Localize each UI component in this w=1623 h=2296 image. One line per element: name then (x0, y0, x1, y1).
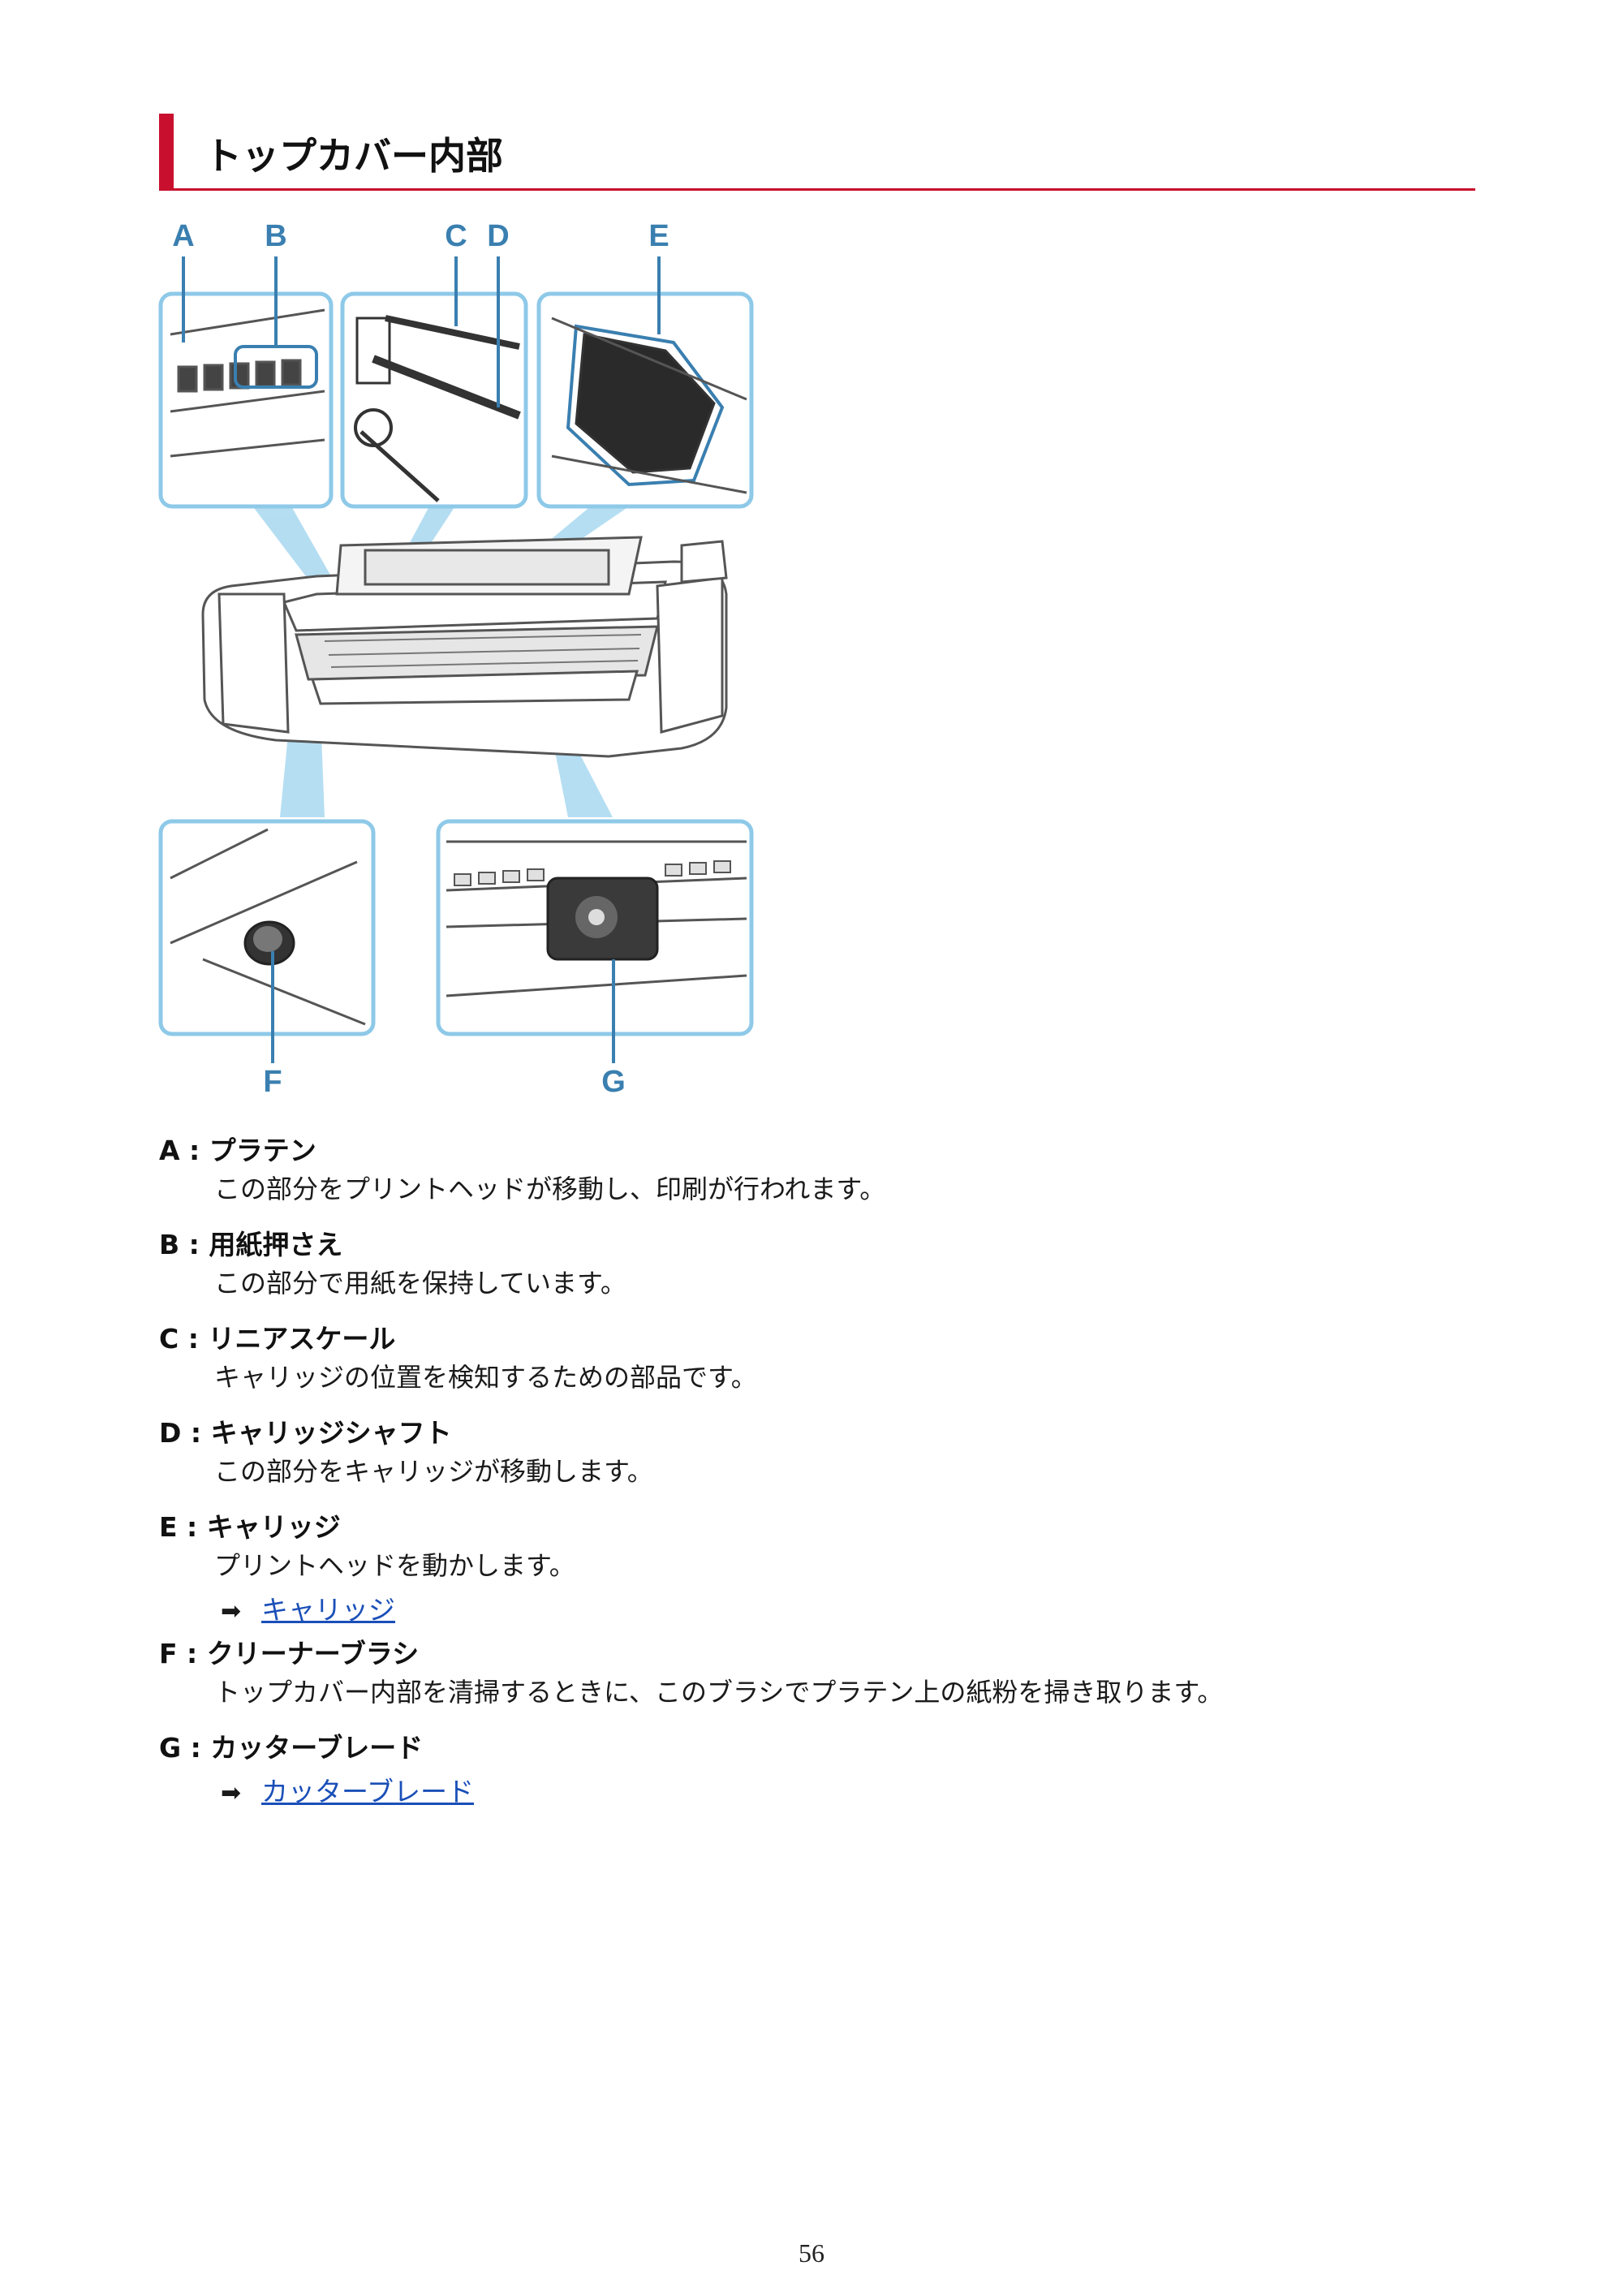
part-e-desc: プリントヘッドを動かします。 (214, 1550, 575, 1581)
page-number: 56 (799, 2238, 824, 2268)
section-heading: トップカバー内部 (159, 114, 1475, 191)
part-e: E : キャリッジ プリントヘッドを動かします。 ➡ キャリッジ (159, 1509, 1457, 1635)
parts-list: A : プラテン この部分をプリントヘッドが移動し、印刷が行われます。 B : … (159, 1132, 1457, 1817)
heading-accent-bar (159, 114, 174, 188)
part-b: B : 用紙押さえ この部分で用紙を保持しています。 (159, 1226, 1457, 1303)
callout-g: G (601, 1065, 626, 1099)
part-b-term: B : 用紙押さえ (159, 1229, 343, 1260)
part-c: C : リニアスケール キャリッジの位置を検知するための部品です。 (159, 1320, 1457, 1397)
page-title: トップカバー内部 (204, 134, 503, 178)
part-d-term: D : キャリッジシャフト (159, 1417, 452, 1449)
callout-c: C (445, 219, 467, 253)
part-g: G : カッターブレード ➡ カッターブレード (159, 1730, 1457, 1817)
arrow-right-icon: ➡ (221, 1596, 242, 1626)
part-e-term: E : キャリッジ (159, 1511, 341, 1543)
arrow-right-icon: ➡ (221, 1778, 242, 1807)
part-d: D : キャリッジシャフト この部分をキャリッジが移動します。 (159, 1415, 1457, 1491)
part-a: A : プラテン この部分をプリントヘッドが移動し、印刷が行われます。 (159, 1132, 1457, 1208)
part-f-term: F : クリーナーブラシ (159, 1638, 420, 1669)
printer-illustration (158, 256, 754, 1063)
cutter-blade-link[interactable]: カッターブレード (261, 1776, 475, 1807)
part-g-term: G : カッターブレード (159, 1732, 424, 1764)
callout-b: B (265, 219, 287, 253)
part-a-desc: この部分をプリントヘッドが移動し、印刷が行われます。 (214, 1174, 886, 1204)
printer-diagram: A B C D E F G (154, 213, 771, 1114)
part-a-term: A : プラテン (159, 1135, 316, 1166)
part-f-desc: トップカバー内部を清掃するときに、このブラシでプラテン上の紙粉を掃き取ります。 (214, 1677, 1224, 1708)
callout-f: F (263, 1065, 282, 1099)
part-g-link-row: ➡ カッターブレード (159, 1767, 1457, 1817)
part-f: F : クリーナーブラシ トップカバー内部を清掃するときに、このブラシでプラテン… (159, 1635, 1457, 1712)
carriage-link[interactable]: キャリッジ (261, 1594, 395, 1626)
part-c-desc: キャリッジの位置を検知するための部品です。 (214, 1362, 757, 1393)
part-d-desc: この部分をキャリッジが移動します。 (214, 1456, 653, 1487)
callout-d: D (487, 219, 510, 253)
callout-e: E (648, 219, 669, 253)
part-e-link-row: ➡ キャリッジ (159, 1585, 1457, 1635)
callout-a: A (172, 219, 195, 253)
part-b-desc: この部分で用紙を保持しています。 (214, 1268, 626, 1299)
part-c-term: C : リニアスケール (159, 1323, 396, 1355)
